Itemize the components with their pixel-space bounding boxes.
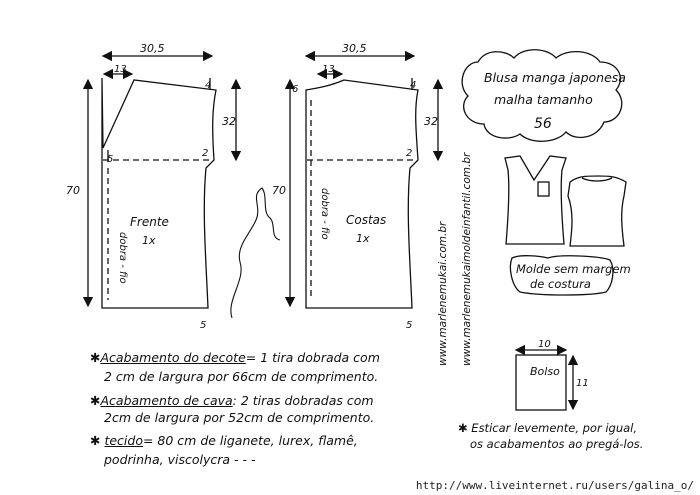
note-acab-cava-label: Acabamento de cava (100, 393, 233, 408)
signature (230, 187, 281, 319)
vertical-url-1: www.marlenemukai.com.br (437, 221, 449, 366)
title-size: 56 (534, 116, 552, 132)
back-length-label: 70 (272, 184, 286, 197)
back-neck-drop-label: 6 (292, 84, 298, 95)
front-piece (101, 77, 217, 309)
note-acab-cava-2: 2cm de largura por 52cm de comprimento. (104, 410, 375, 425)
pocket-height-label: 11 (576, 378, 589, 389)
back-name-label: Costas (346, 213, 386, 227)
front-neck-depth-label: 5 (107, 154, 113, 165)
footer-url[interactable]: http://www.liveinternet.ru/users/galina_… (415, 479, 694, 492)
front-armhole-label: 32 (222, 115, 236, 128)
molde-note-line-2: de costura (530, 277, 591, 291)
note-acab-cava-1: ✱Acabamento de cava: 2 tiras dobradas co… (90, 393, 374, 408)
molde-note-line-1: Molde sem margem (516, 262, 631, 276)
front-hem-label: 5 (200, 320, 206, 331)
front-length-label: 70 (66, 184, 80, 197)
back-fold-label: dobra - fio (319, 188, 330, 240)
front-name-label: Frente (130, 215, 169, 229)
front-neck-label: 13 (114, 64, 127, 75)
back-qty-label: 1x (356, 232, 370, 245)
front-side-label: 2 (202, 148, 208, 159)
back-neck-label: 13 (322, 64, 335, 75)
note-acab-decote-1: ✱Acabamento do decote= 1 tira dobrada co… (90, 350, 380, 365)
back-piece (305, 79, 419, 309)
vertical-url-2: www.marlenemukaimoldeinfantil.com.br (461, 152, 473, 366)
note-esticar-text: Esticar levemente, por igual, (471, 421, 638, 435)
note-tecido-text: = 80 cm de liganete, lurex, flamê, (142, 433, 358, 448)
pocket-piece (515, 354, 567, 411)
back-side-label: 2 (406, 148, 412, 159)
front-width-label: 30,5 (140, 42, 165, 55)
note-esticar-2: os acabamentos ao pregá-los. (470, 437, 644, 451)
note-acab-decote-text: = 1 tira dobrada com (245, 350, 380, 365)
back-armhole-label: 32 (424, 115, 438, 128)
pocket-width-label: 10 (538, 339, 551, 350)
front-shirt-sketch (504, 155, 567, 245)
note-tecido-2: podrinha, viscolycra - - - (104, 452, 256, 467)
front-qty-label: 1x (142, 234, 156, 247)
molde-cloud (509, 255, 614, 296)
title-line-1: Blusa manga japonesa (484, 70, 626, 85)
back-hem-label: 5 (406, 320, 412, 331)
back-shoulder-label: 4 (410, 80, 416, 91)
back-width-label: 30,5 (342, 42, 367, 55)
front-shoulder-label: 4 (205, 80, 211, 91)
front-fold-label: dobra - fio (117, 232, 128, 284)
note-tecido-label: tecido (104, 433, 143, 448)
note-acab-cava-text: : 2 tiras dobradas com (232, 393, 374, 408)
note-acab-decote-label: Acabamento do decote (100, 350, 246, 365)
back-shirt-sketch (567, 175, 627, 247)
title-line-2: malha tamanho (494, 92, 593, 107)
note-tecido-1: ✱ tecido= 80 cm de liganete, lurex, flam… (90, 433, 358, 448)
note-esticar-1: ✱ Esticar levemente, por igual, (458, 421, 638, 435)
title-cloud (461, 49, 623, 142)
pocket-label: Bolso (530, 365, 560, 378)
note-acab-decote-2: 2 cm de largura por 66cm de comprimento. (104, 369, 379, 384)
